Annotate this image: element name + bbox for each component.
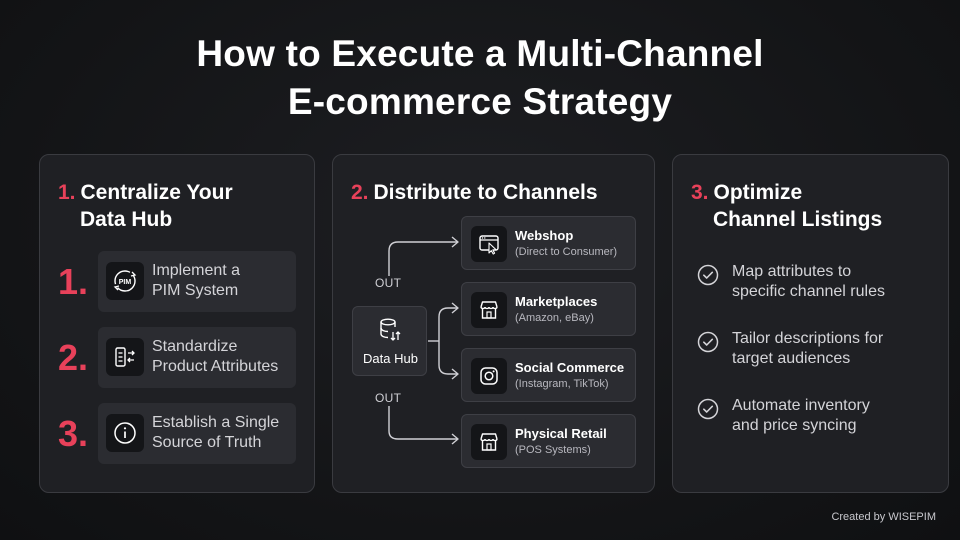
step-line-1: Implement a [152, 262, 241, 279]
pim-icon-text: PIM [119, 279, 132, 286]
title-line-1: How to Execute a Multi-Channel [196, 33, 764, 74]
heading-line-2: Data Hub [80, 208, 173, 231]
card-distribute-channels: 2.Distribute to Channels OUT OUT [332, 154, 655, 493]
item-line-2: target audiences [732, 350, 851, 367]
title-line-2: E-commerce Strategy [287, 81, 673, 122]
optimize-item-text: Automate inventory and price syncing [732, 396, 932, 436]
info-icon [106, 414, 144, 452]
step-line-1: Establish a Single [152, 414, 280, 431]
card-heading: 2.Distribute to Channels [351, 179, 598, 206]
attributes-icon [106, 338, 144, 376]
check-circle-icon [697, 398, 719, 420]
step-line-1: Standardize [152, 338, 238, 355]
step-line-2: Product Attributes [152, 358, 279, 375]
storefront-icon [471, 424, 507, 460]
optimize-item-text: Tailor descriptions for target audiences [732, 329, 932, 369]
card-optimize-listings: 3.Optimize Channel Listings Map attribut… [672, 154, 949, 493]
database-sync-icon [380, 318, 401, 341]
channel-title: Physical Retail [515, 426, 607, 441]
card-number: 3. [691, 181, 709, 204]
storefront-icon [471, 292, 507, 328]
channel-subtitle: (Direct to Consumer) [515, 246, 618, 258]
out-label-top: OUT [375, 276, 402, 290]
step-line-2: PIM System [152, 282, 239, 299]
card-number: 1. [58, 181, 76, 204]
channel-marketplaces: Marketplaces (Amazon, eBay) [461, 282, 636, 336]
step-number: 2. [58, 337, 89, 378]
arrow-physical-retail [451, 433, 459, 445]
data-hub-node: Data Hub [352, 306, 427, 376]
card-number: 2. [351, 181, 369, 204]
step-standardize-attributes: Standardize Product Attributes [98, 327, 296, 388]
channel-title: Marketplaces [515, 294, 598, 309]
check-circle-icon [697, 264, 719, 286]
item-line-1: Automate inventory [732, 397, 870, 414]
connector-physical-retail [388, 406, 457, 440]
step-number: 1. [58, 261, 89, 302]
channel-subtitle: (Instagram, TikTok) [515, 378, 609, 390]
channel-webshop: Webshop (Direct to Consumer) [461, 216, 636, 270]
page-title: How to Execute a Multi-Channel E-commerc… [0, 30, 960, 126]
arrow-marketplaces [451, 302, 459, 314]
heading-line-1: Optimize [713, 181, 803, 204]
footer-credit: Created by WISEPIM [831, 511, 936, 523]
channel-social-commerce: Social Commerce (Instagram, TikTok) [461, 348, 636, 402]
data-hub-label: Data Hub [363, 351, 418, 366]
step-text: Establish a Single Source of Truth [152, 413, 292, 453]
arrow-webshop [451, 236, 459, 248]
card-heading: 1.Centralize Your Data Hub [58, 179, 233, 233]
item-line-1: Tailor descriptions for [732, 330, 884, 347]
channel-title: Social Commerce [515, 360, 625, 375]
channel-subtitle: (Amazon, eBay) [515, 312, 594, 324]
item-line-1: Map attributes to [732, 263, 852, 280]
step-text: Implement a PIM System [152, 261, 292, 301]
step-single-source-of-truth: Establish a Single Source of Truth [98, 403, 296, 464]
card-centralize-data-hub: 1.Centralize Your Data Hub 1. PIM Implem… [39, 154, 315, 493]
check-circle-icon [697, 331, 719, 353]
pim-cycle-icon: PIM [106, 262, 144, 300]
instagram-icon [471, 358, 507, 394]
step-line-2: Source of Truth [152, 434, 262, 451]
connector-webshop [388, 241, 457, 276]
channel-subtitle: (POS Systems) [515, 444, 591, 456]
heading-text: Distribute to Channels [373, 181, 598, 204]
heading-line-1: Centralize Your [80, 181, 233, 204]
connector-marketplaces [438, 307, 457, 341]
step-number: 3. [58, 413, 89, 454]
channel-title: Webshop [515, 228, 574, 243]
card-heading: 3.Optimize Channel Listings [691, 179, 882, 233]
connector-social-commerce [438, 341, 457, 375]
out-label-bottom: OUT [375, 391, 402, 405]
optimize-item-text: Map attributes to specific channel rules [732, 262, 932, 302]
step-implement-pim: PIM Implement a PIM System [98, 251, 296, 312]
item-line-2: specific channel rules [732, 283, 885, 300]
heading-line-2: Channel Listings [713, 208, 883, 231]
arrow-social-commerce [451, 368, 459, 380]
step-text: Standardize Product Attributes [152, 337, 292, 377]
browser-cursor-icon [471, 226, 507, 262]
item-line-2: and price syncing [732, 417, 857, 434]
channel-physical-retail: Physical Retail (POS Systems) [461, 414, 636, 468]
